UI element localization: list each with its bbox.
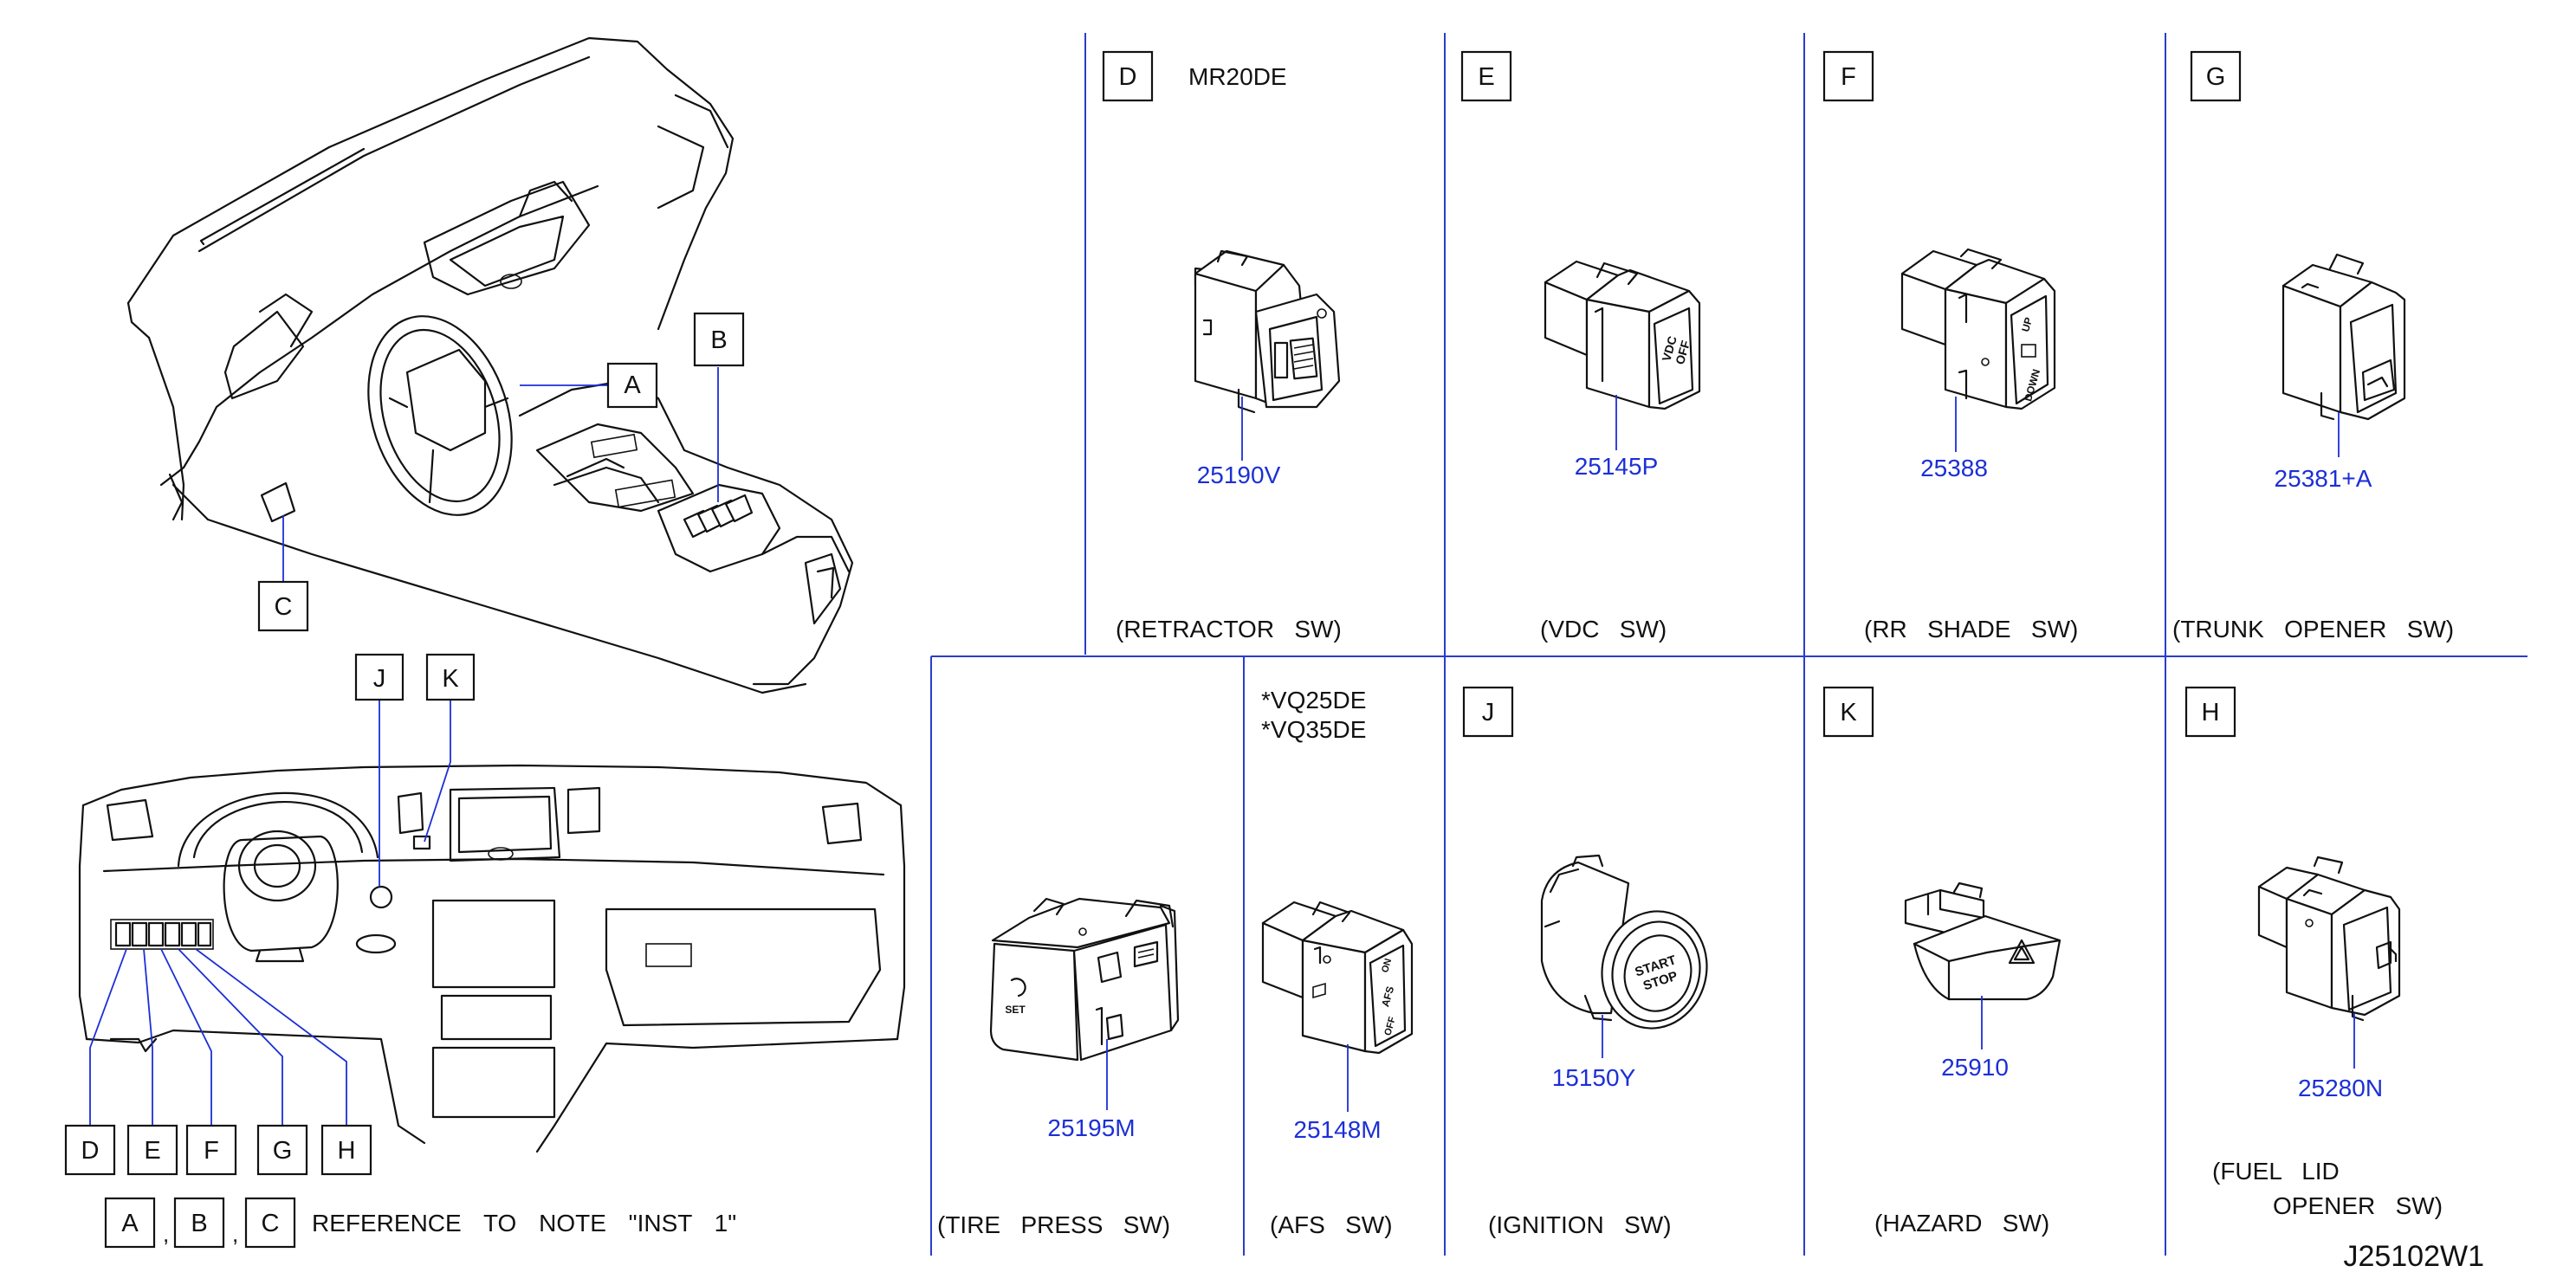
callout-letter: G	[273, 1137, 293, 1165]
callout-letter: B	[710, 326, 727, 354]
button-label: ON	[1380, 958, 1394, 974]
cell-letter: D	[1119, 63, 1137, 91]
part-name: (RR SHADE SW)	[1864, 616, 2078, 642]
button-label: AFS	[1379, 985, 1396, 1008]
cell-letter-box	[1102, 50, 1154, 102]
cell-rr-shade-switch: F UP DOWN 25388 (RR SHADE SW)	[1822, 50, 2078, 642]
callout-B-top: B	[693, 312, 745, 367]
panel-grid	[930, 33, 2527, 1256]
engine-note: *VQ25DE	[1261, 687, 1366, 714]
part-name: (HAZARD SW)	[1874, 1210, 2049, 1237]
button-label: OFF	[1382, 1016, 1398, 1037]
cell-letter-box	[1822, 686, 1874, 738]
ignition-switch-drawing: START STOP	[1540, 854, 1708, 1030]
part-number: 25910	[1941, 1054, 2009, 1081]
callout-G-left: G	[256, 1124, 308, 1176]
fuel-lid-opener-switch-drawing	[2257, 856, 2401, 1022]
cell-ignition-switch: J START STOP 15150Y (IGNITION SW)	[1462, 686, 1708, 1238]
cell-afs-switch: *VQ25DE *VQ35DE ON AFS OFF 25148M (AF	[1261, 687, 1414, 1238]
hazard-switch-drawing	[1904, 881, 2061, 1001]
part-number: 25148M	[1293, 1116, 1381, 1143]
vdc-switch-drawing: VDC OFF	[1544, 260, 1701, 410]
cell-letter: G	[2206, 63, 2226, 91]
rr-shade-switch-drawing: UP DOWN	[1900, 248, 2056, 410]
button-label: SET	[1005, 1004, 1026, 1016]
reference-separator: ,	[163, 1221, 169, 1247]
callout-H-left: H	[320, 1124, 372, 1176]
cell-letter-box	[1462, 686, 1514, 738]
cell-letter: K	[1840, 699, 1857, 726]
figure-code: J25102W1	[2343, 1240, 2484, 1273]
callout-letter: K	[442, 665, 459, 693]
callout-F-left: F	[185, 1124, 237, 1176]
callout-letter: A	[624, 371, 641, 399]
cell-letter-box	[2184, 686, 2236, 738]
part-number: 25190V	[1197, 462, 1281, 488]
part-number: 25195M	[1047, 1114, 1135, 1141]
cell-fuel-lid-opener-switch: H 25280N (FUEL LID OPENER SW)	[2184, 686, 2443, 1219]
retractor-switch-drawing	[1194, 249, 1341, 414]
engine-note: MR20DE	[1188, 63, 1287, 90]
callout-letter: C	[275, 593, 293, 621]
callout-letter: J	[373, 665, 386, 693]
callout-J-left: J	[354, 653, 405, 701]
button-label: VDC	[1659, 334, 1680, 363]
reference-letter-c: C	[262, 1210, 280, 1237]
dashboard-front-view	[78, 698, 906, 1153]
trunk-opener-switch-drawing	[2282, 253, 2406, 421]
callout-K-left: K	[425, 653, 476, 701]
part-name: (IGNITION SW)	[1488, 1211, 1672, 1238]
callout-letter: F	[204, 1137, 219, 1165]
reference-text: REFERENCE TO NOTE "INST 1"	[312, 1210, 736, 1237]
button-label: UP	[2019, 316, 2035, 333]
cell-trunk-opener-switch: G 25381+A (TRUNK OPENER SW)	[2172, 50, 2454, 642]
part-name-line-1: (FUEL LID	[2212, 1158, 2340, 1185]
callout-D-left: D	[64, 1124, 116, 1176]
part-number: 15150Y	[1552, 1064, 1636, 1091]
cell-letter-box	[2190, 50, 2242, 102]
cell-letter: E	[1478, 63, 1494, 91]
cell-retractor-switch: D MR20DE 25190V (RETRACTOR SW)	[1102, 50, 1342, 642]
button-label: OFF	[1673, 339, 1693, 366]
reference-letter-b: B	[191, 1210, 207, 1237]
reference-note: A , B , C REFERENCE TO NOTE "INST 1"	[104, 1197, 736, 1249]
reference-letter-a: A	[121, 1210, 139, 1237]
part-name-line-2: OPENER SW)	[2273, 1192, 2443, 1219]
dashboard-perspective-view	[126, 36, 854, 694]
cell-letter: J	[1482, 699, 1495, 726]
part-name: (TIRE PRESS SW)	[937, 1211, 1170, 1238]
cell-hazard-switch: K 25910 (HAZARD SW)	[1822, 686, 2061, 1237]
part-name: (VDC SW)	[1540, 616, 1667, 642]
part-name: (TRUNK OPENER SW)	[2172, 616, 2454, 642]
callout-letter: E	[144, 1137, 160, 1165]
callout-E-left: E	[126, 1124, 178, 1176]
engine-note: *VQ35DE	[1261, 716, 1366, 743]
cell-tire-press-switch: SET 25195M (TIRE PRESS SW)	[937, 897, 1180, 1238]
afs-switch-drawing: ON AFS OFF	[1261, 901, 1414, 1055]
callout-A-top: A	[606, 362, 658, 409]
callout-C-top: C	[257, 580, 309, 632]
part-number: 25388	[1920, 455, 1988, 481]
cell-vdc-switch: E VDC OFF 25145P (VDC SW)	[1460, 50, 1701, 642]
cell-letter: H	[2202, 699, 2220, 726]
callout-letter: H	[338, 1137, 356, 1165]
tire-press-switch-drawing: SET	[989, 897, 1180, 1062]
reference-separator: ,	[232, 1221, 238, 1247]
part-name: (RETRACTOR SW)	[1116, 616, 1342, 642]
cell-letter-box	[1460, 50, 1512, 102]
part-number: 25381+A	[2275, 465, 2372, 492]
cell-letter: F	[1841, 63, 1856, 91]
part-name: (AFS SW)	[1270, 1211, 1393, 1238]
cell-letter-box	[1822, 50, 1874, 102]
part-number: 25145P	[1575, 453, 1659, 480]
callout-letter: D	[81, 1137, 100, 1165]
part-number: 25280N	[2298, 1075, 2383, 1101]
